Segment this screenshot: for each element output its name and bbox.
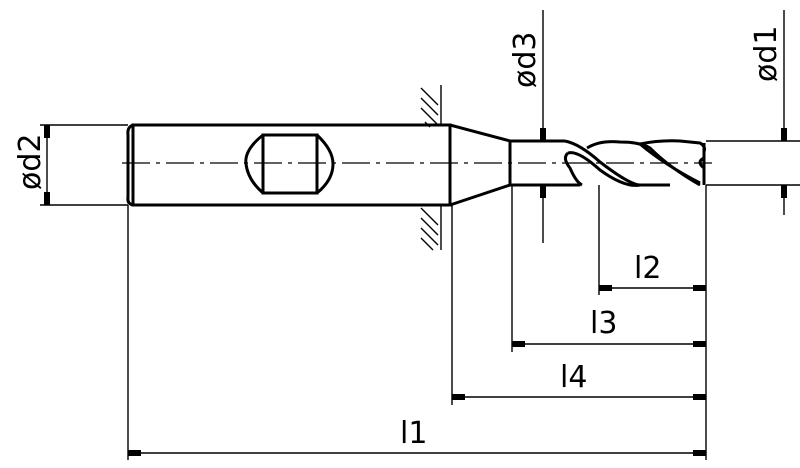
- dimension-d3: ød3: [508, 10, 546, 243]
- label-l3: l3: [590, 306, 617, 341]
- label-l1: l1: [400, 416, 427, 451]
- label-l4: l4: [560, 360, 587, 395]
- label-l2: l2: [634, 251, 661, 286]
- label-d1: ød1: [749, 26, 784, 82]
- shank: [126, 123, 452, 207]
- dimension-l3: l3: [512, 306, 706, 347]
- extension-lines: [127, 185, 707, 460]
- label-d2: ød2: [13, 134, 48, 190]
- dimension-l1: l1: [128, 416, 706, 456]
- dimension-l2: l2: [599, 251, 706, 291]
- clamping-wall-hatch: [420, 85, 442, 251]
- dimension-l4: l4: [452, 360, 706, 400]
- dimension-d1: ød1: [706, 10, 800, 215]
- clamping-flat: [244, 133, 335, 195]
- cutting-flutes: [563, 139, 706, 187]
- taper-neck: [449, 123, 580, 207]
- dimension-d2: ød2: [13, 124, 128, 206]
- label-d3: ød3: [508, 32, 543, 88]
